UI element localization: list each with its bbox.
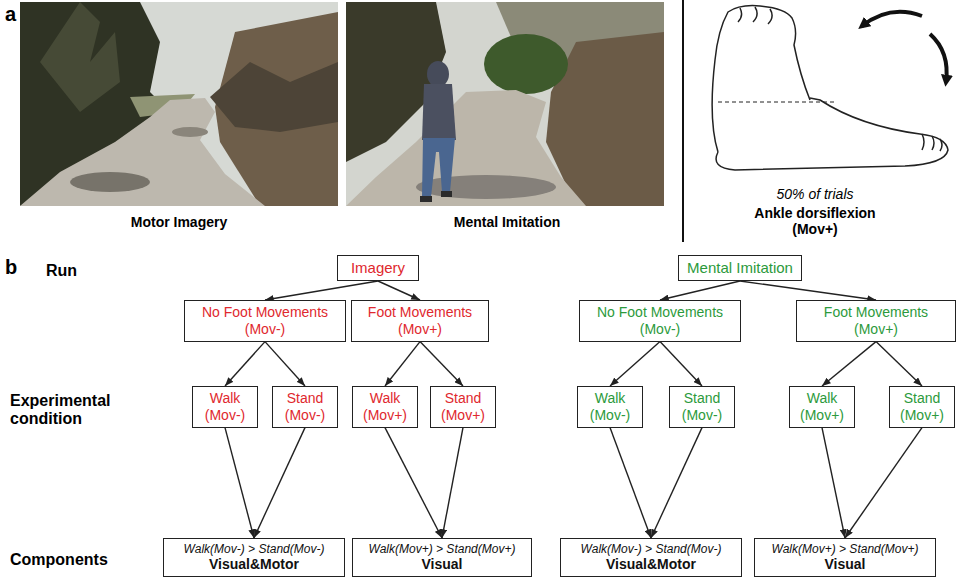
- tree-arrow: [265, 281, 378, 300]
- tree-arrow: [225, 428, 254, 538]
- component-box: Walk(Mov+) > Stand(Mov+)Visual: [754, 538, 936, 577]
- contrast-text: Walk(Mov-) > Stand(Mov-): [581, 542, 722, 556]
- box-text: Foot Movements (Mov+): [357, 304, 483, 338]
- foot-raised: [712, 6, 810, 152]
- run-box: Mental Imitation: [678, 255, 802, 281]
- shadow: [70, 172, 150, 192]
- tree-arrow: [660, 342, 702, 386]
- trial-note: 50% of trials: [745, 186, 885, 202]
- gravel-path: [346, 90, 586, 206]
- tree-arrow: [610, 342, 660, 386]
- component-box: Walk(Mov-) > Stand(Mov-)Visual&Motor: [163, 538, 345, 577]
- rotation-arrow: [930, 34, 947, 82]
- box-text: No Foot Movements (Mov-): [198, 304, 333, 338]
- component-box: Walk(Mov+) > Stand(Mov+)Visual: [352, 538, 532, 577]
- run-box: Imagery: [337, 255, 419, 281]
- sky: [346, 2, 664, 206]
- sky: [20, 2, 338, 206]
- row-label: Experimental condition: [10, 392, 130, 429]
- tree-arrow: [610, 428, 651, 538]
- panel-letter: b: [5, 256, 17, 279]
- tree-arrow: [442, 428, 463, 538]
- gravel-path: [20, 98, 265, 206]
- row-label: Components: [10, 551, 108, 569]
- tree-arrow: [822, 428, 845, 538]
- panel-letter: a: [5, 3, 16, 26]
- path-photo: [20, 2, 338, 206]
- box-text: Walk (Mov+): [358, 390, 412, 424]
- box-text: No Foot Movements (Mov-): [593, 304, 728, 338]
- walker-photo: [346, 2, 664, 206]
- photo-caption: Mental Imitation: [407, 214, 607, 230]
- green-bush: [484, 34, 568, 94]
- tree-arrow: [822, 342, 876, 386]
- bushes: [210, 62, 338, 132]
- component-box: Walk(Mov-) > Stand(Mov-)Visual&Motor: [560, 538, 742, 577]
- tree-arrow: [254, 428, 305, 538]
- box-text: Foot Movements (Mov+): [809, 304, 944, 338]
- box-text: Stand (Mov+): [436, 390, 490, 424]
- tree-arrow: [660, 281, 740, 300]
- contrast-text: Walk(Mov+) > Stand(Mov+): [772, 542, 919, 556]
- tree-arrow: [385, 342, 420, 386]
- condition-box: Stand (Mov+): [430, 386, 496, 428]
- panel-separator: [682, 0, 684, 242]
- foot-drawing: [712, 6, 948, 170]
- photo-caption: Motor Imagery: [79, 214, 279, 230]
- condition-box: Stand (Mov+): [889, 386, 955, 428]
- component-name: Visual&Motor: [209, 556, 299, 573]
- tree-arrow: [265, 342, 305, 386]
- row-label: Run: [46, 262, 77, 280]
- tree-branches: [40, 2, 120, 112]
- condition-box: Stand (Mov-): [272, 386, 338, 428]
- box-text: Mental Imitation: [687, 259, 793, 277]
- tree-arrow: [385, 428, 442, 538]
- movement-box: Foot Movements (Mov+): [351, 300, 489, 342]
- tree-arrow: [740, 281, 876, 300]
- tree-arrow: [225, 342, 265, 386]
- tree-arrow: [420, 342, 463, 386]
- movement-caption: Ankle dorsiflexion (Mov+): [740, 205, 890, 237]
- condition-box: Walk (Mov-): [577, 386, 643, 428]
- condition-box: Walk (Mov+): [352, 386, 418, 428]
- shoe: [420, 196, 432, 202]
- movement-box: Foot Movements (Mov+): [796, 300, 956, 342]
- walking-person: [420, 61, 456, 202]
- hood: [427, 61, 449, 87]
- tree-arrow: [845, 428, 922, 538]
- component-name: Visual&Motor: [606, 556, 696, 573]
- condition-box: Walk (Mov-): [192, 386, 258, 428]
- box-text: Walk (Mov-): [198, 390, 252, 424]
- contrast-text: Walk(Mov-) > Stand(Mov-): [184, 542, 325, 556]
- contrast-text: Walk(Mov+) > Stand(Mov+): [369, 542, 516, 556]
- movement-box: No Foot Movements (Mov-): [579, 300, 741, 342]
- box-text: Stand (Mov+): [895, 390, 949, 424]
- box-text: Walk (Mov-): [583, 390, 637, 424]
- toes: [738, 7, 772, 24]
- box-text: Walk (Mov+): [795, 390, 849, 424]
- shadow: [416, 175, 556, 199]
- box-text: Imagery: [351, 259, 405, 277]
- ankle-line: [718, 102, 835, 103]
- hoodie: [422, 84, 456, 140]
- component-name: Visual: [422, 556, 463, 573]
- shoe: [441, 191, 452, 197]
- tree-arrow: [378, 281, 420, 300]
- condition-box: Stand (Mov-): [669, 386, 735, 428]
- box-text: Stand (Mov-): [675, 390, 729, 424]
- shadow: [172, 127, 208, 137]
- movement-box: No Foot Movements (Mov-): [184, 300, 346, 342]
- component-name: Visual: [825, 556, 866, 573]
- box-text: Stand (Mov-): [278, 390, 332, 424]
- rotation-arrow: [862, 12, 922, 26]
- tree-arrow: [651, 428, 702, 538]
- toes: [922, 134, 942, 151]
- jeans: [422, 138, 455, 197]
- tree-arrow: [876, 342, 922, 386]
- condition-box: Walk (Mov+): [789, 386, 855, 428]
